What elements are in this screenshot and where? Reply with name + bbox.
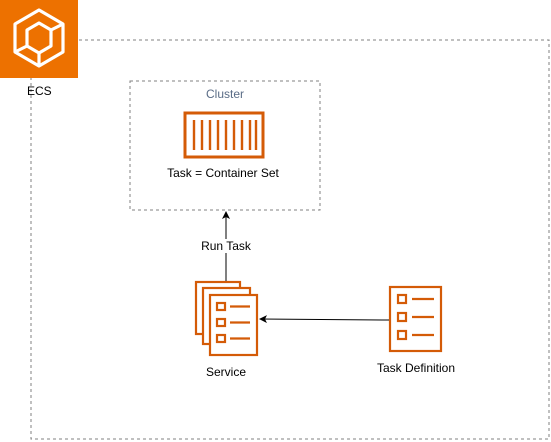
- ecs-label: ECS: [27, 84, 52, 98]
- service-label: Service: [205, 365, 247, 379]
- task-definition-icon: [388, 285, 443, 353]
- service-icon: [194, 280, 259, 357]
- task-container-set-label: Task = Container Set: [167, 166, 279, 180]
- run-task-label: Run Task: [199, 239, 253, 253]
- cluster-label: Cluster: [205, 87, 245, 101]
- container-icon: [183, 111, 265, 159]
- cluster-boundary: [129, 80, 321, 211]
- task-definition-label: Task Definition: [376, 361, 456, 375]
- task-definition-to-service-arrow: [259, 315, 390, 324]
- ecs-icon: [0, 0, 78, 78]
- ecs-group-boundary: [30, 39, 550, 440]
